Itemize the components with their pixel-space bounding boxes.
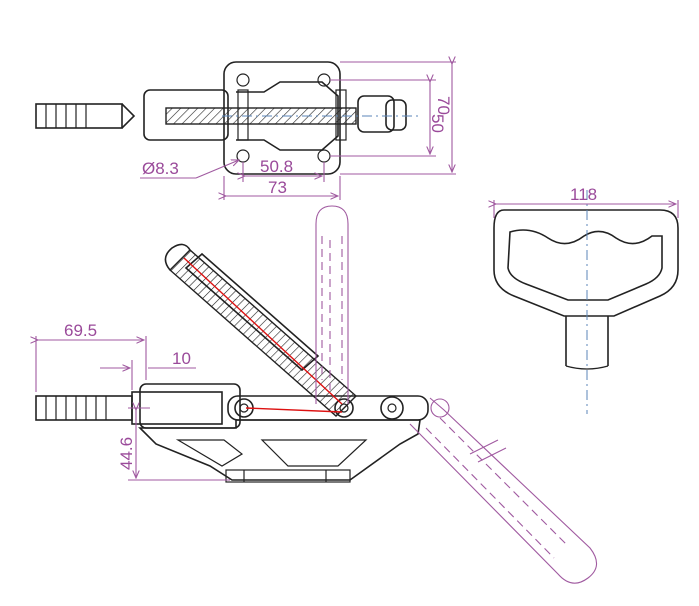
side-base xyxy=(138,419,421,481)
top-view: 50 70 50.8 73 Ø8.3 xyxy=(35,62,456,200)
side-view: 69.5 10 44.6 xyxy=(35,205,598,584)
handle-phantom-vertical xyxy=(315,205,349,404)
dim-hole-diameter: Ø8.3 xyxy=(142,159,179,178)
dim-length-69-5: 69.5 xyxy=(64,321,97,340)
dim-height-44-6: 44.6 xyxy=(117,437,136,470)
handle-phantom-open xyxy=(409,397,598,584)
handle-view: 118 xyxy=(493,185,679,414)
dim-height-70: 70 xyxy=(434,96,453,115)
side-plunger xyxy=(35,395,133,421)
dim-offset-10: 10 xyxy=(172,349,191,368)
side-body xyxy=(139,383,241,429)
mount-hole xyxy=(317,149,331,163)
mount-hole xyxy=(236,73,250,87)
t-handle-outline xyxy=(493,209,679,317)
dim-width-73: 73 xyxy=(268,178,287,197)
dim-handle-118: 118 xyxy=(570,185,597,204)
dim-spacing-50-8: 50.8 xyxy=(260,157,293,176)
handle-clamped xyxy=(164,243,358,417)
dim-height-50: 50 xyxy=(428,114,447,133)
plunger-rod xyxy=(35,103,123,129)
